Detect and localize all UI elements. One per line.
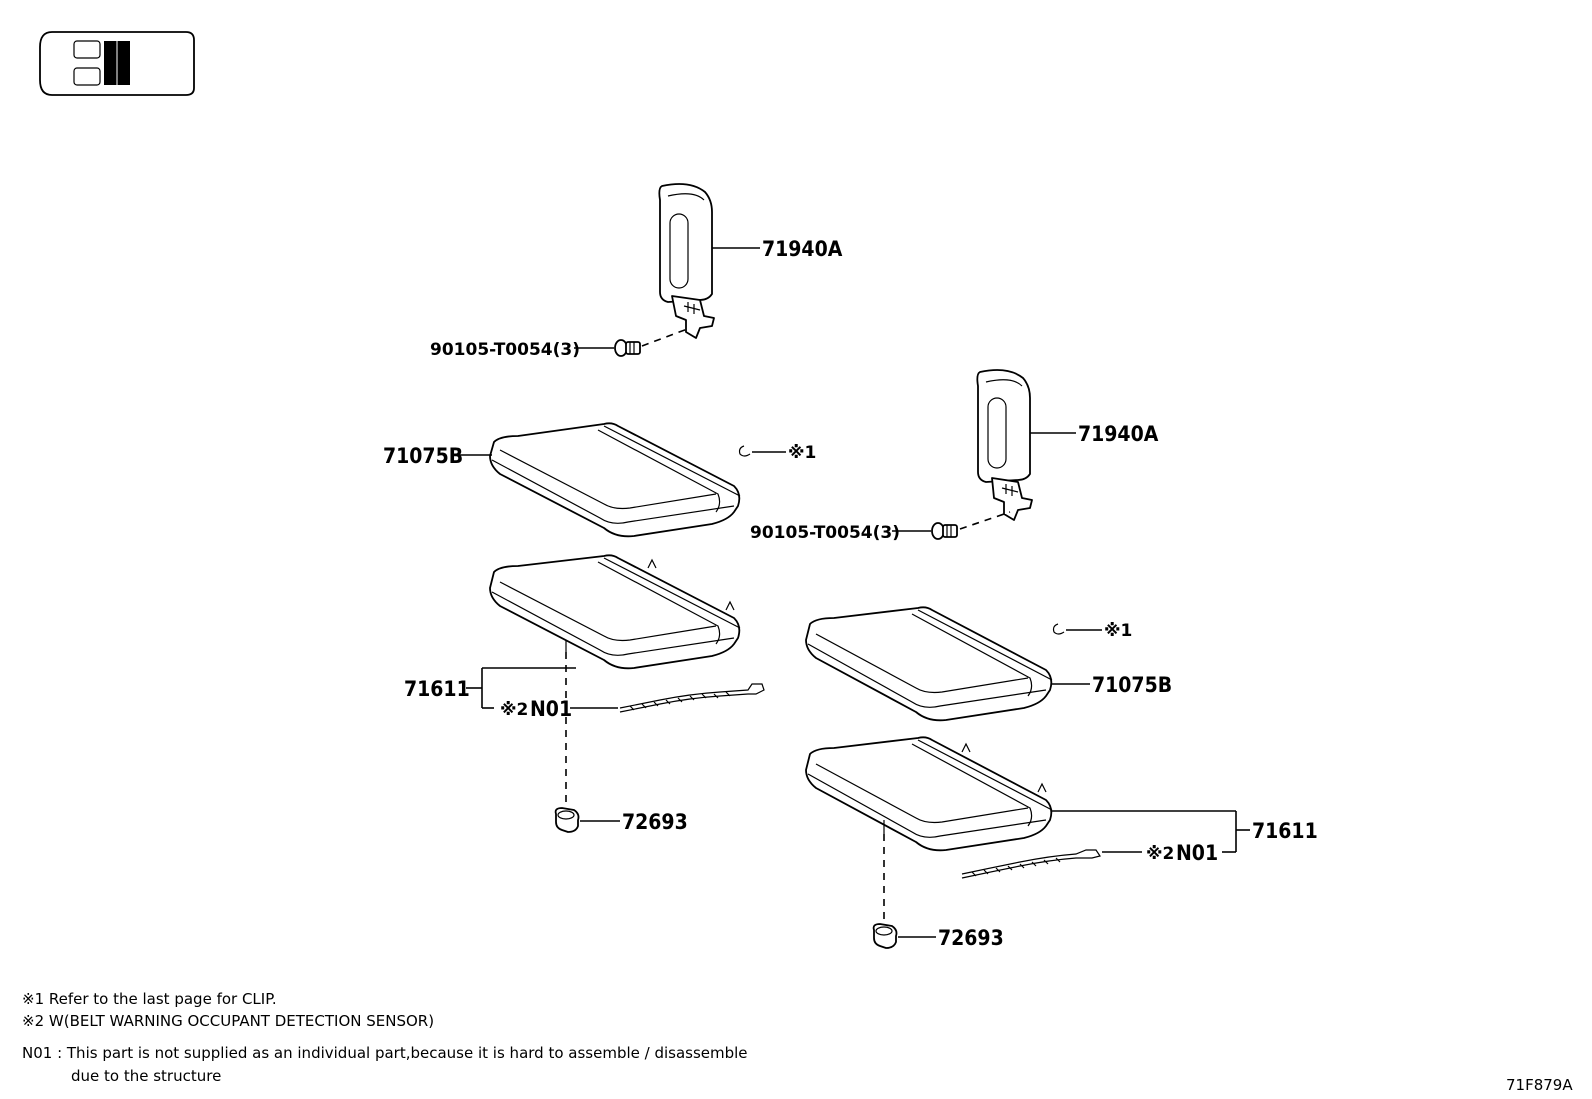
note-n01-line2: due to the structure [71,1067,221,1085]
figure-id: 71F879A [1506,1076,1573,1094]
note-clip: ※1 Refer to the last page for CLIP. [22,990,277,1008]
label-cushion-left: 71611 [404,677,470,701]
note-sensor: ※2 W(BELT WARNING OCCUPANT DETECTION SEN… [22,1012,434,1030]
label-hook-left: 72693 [622,810,688,834]
label-sensor-left-mark: ※2 [500,700,528,720]
vehicle-locator-icon [39,31,195,96]
clip-right-icon [1052,623,1065,635]
label-back-right: 71075B [1092,673,1172,697]
sensor-wire-left [619,683,765,713]
label-sensor-right-mark: ※2 [1146,844,1174,864]
hook-left-icon [554,807,580,833]
label-clip-right: ※1 [1104,621,1132,641]
label-bolt-lower: 90105-T0054(3) [750,523,900,543]
label-sensor-right: N01 [1176,841,1218,865]
note-n01-line1: N01 : This part is not supplied as an in… [22,1044,748,1062]
headrest-lower [976,369,1033,521]
label-cushion-right: 71611 [1252,819,1318,843]
sensor-wire-right [961,849,1101,879]
label-headrest-lower: 71940A [1078,422,1159,446]
headrest-upper [658,183,715,339]
seat-cushion-left [489,554,741,670]
label-clip-left: ※1 [788,443,816,463]
seat-back-left [489,422,741,538]
bolt-upper-icon [614,339,641,357]
bolt-lower-icon [931,522,958,540]
seat-back-right [805,606,1053,722]
clip-left-icon [738,445,751,457]
label-hook-right: 72693 [938,926,1004,950]
label-sensor-left: N01 [530,697,572,721]
hook-right-icon [872,923,898,949]
label-back-left: 71075B [383,444,463,468]
label-bolt-upper: 90105-T0054(3) [430,340,580,360]
seat-cushion-right [805,736,1053,852]
label-headrest-upper: 71940A [762,237,843,261]
